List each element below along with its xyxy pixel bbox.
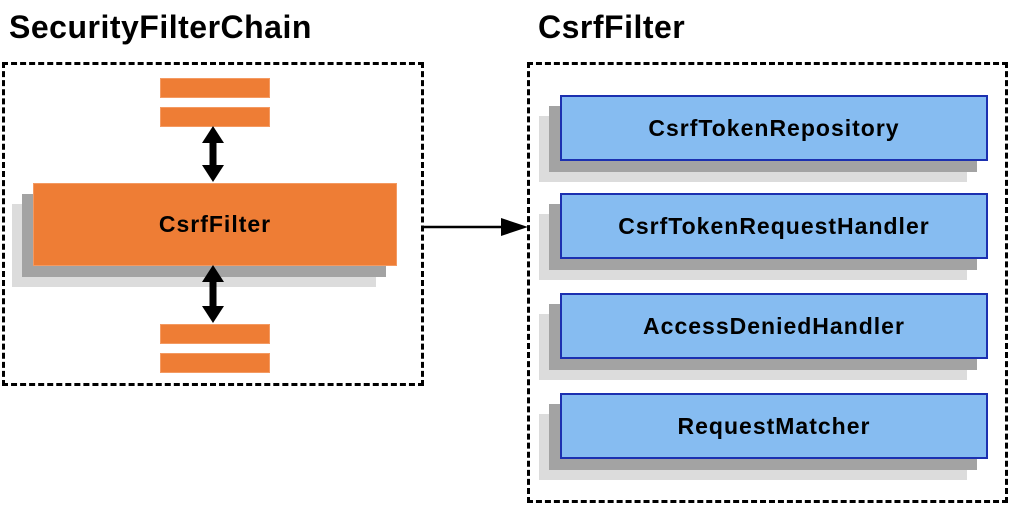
request-matcher-box: RequestMatcher xyxy=(560,393,988,459)
access-denied-handler-box: AccessDeniedHandler xyxy=(560,293,988,359)
filter-bar-top-1 xyxy=(160,78,270,98)
request-matcher-label: RequestMatcher xyxy=(677,412,871,439)
up-down-arrow-icon xyxy=(202,126,224,182)
csrf-token-request-handler-box: CsrfTokenRequestHandler xyxy=(560,193,988,259)
right-arrow-icon xyxy=(424,218,528,236)
csrf-token-repository-label: CsrfTokenRepository xyxy=(648,114,900,141)
csrf-token-repository-box: CsrfTokenRepository xyxy=(560,95,988,161)
csrf-filter-box: CsrfFilter xyxy=(33,183,397,266)
csrf-filter-title: CsrfFilter xyxy=(538,9,686,45)
security-filter-chain-title: SecurityFilterChain xyxy=(9,9,312,45)
filter-bar-bottom-2 xyxy=(160,353,270,373)
csrf-filter-box-label: CsrfFilter xyxy=(158,211,272,237)
security-filter-chain-panel: CsrfFilter xyxy=(2,62,424,386)
csrf-filter-panel: CsrfTokenRepository CsrfTokenRequestHand… xyxy=(527,62,1008,503)
access-denied-handler-label: AccessDeniedHandler xyxy=(643,312,905,339)
filter-bar-bottom-1 xyxy=(160,324,270,344)
csrf-token-request-handler-label: CsrfTokenRequestHandler xyxy=(618,212,930,239)
filter-bar-top-2 xyxy=(160,107,270,127)
up-down-arrow-icon xyxy=(202,265,224,323)
